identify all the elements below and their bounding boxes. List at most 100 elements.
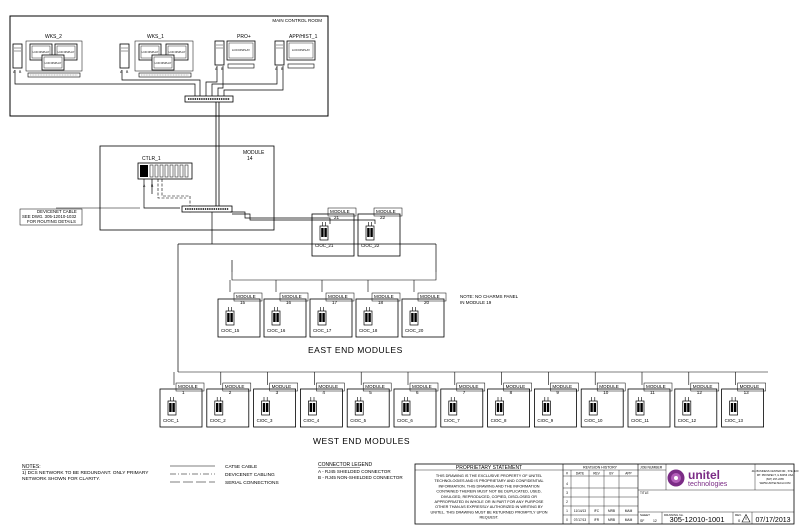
cioc-device-icon <box>319 222 329 241</box>
monitor-label: LCD DISPLAY <box>33 50 50 54</box>
port-a-label: A <box>275 67 278 71</box>
rev-cell: MRB <box>608 518 615 522</box>
cioc-device-icon <box>365 222 375 241</box>
cioc-device-icon <box>271 307 281 326</box>
module-number: 9 <box>556 390 559 395</box>
connector-legend-item: A - RJ45 SHIELDED CONNECTOR <box>318 469 391 474</box>
proprietary-title: PROPRIETARY STATEMENT <box>456 465 522 471</box>
legend-cat5e: CAT5E CABLE <box>225 464 257 470</box>
proprietary-line: CONTAINED THEREIN MUST NOT BE DUPLICATED… <box>436 490 541 494</box>
port-a-label: A <box>120 70 123 74</box>
rev-value: 0 <box>738 518 741 523</box>
cioc-label: CIOC_11 <box>631 418 650 423</box>
cioc-device-icon <box>409 307 419 326</box>
cioc-device-icon <box>354 397 364 416</box>
monitor-icon: LCD DISPLAY <box>41 54 65 71</box>
cioc-device-icon <box>682 397 692 416</box>
rev-header-cell: # <box>566 472 568 476</box>
notes-heading: NOTES: <box>22 464 41 470</box>
cioc-device-icon <box>225 307 235 326</box>
cioc-label: CIOC_16 <box>267 328 286 333</box>
connector-legend: CONNECTOR LEGEND A - RJ45 SHIELDED CONNE… <box>318 462 403 480</box>
cioc-device-icon <box>635 397 645 416</box>
cioc-device-icon <box>729 397 738 416</box>
workstation-wks-2: WKS_2 LCD DISPLAY LCD DISPLAY LCD DISPLA… <box>12 34 83 78</box>
job-number-label: JOB NUMBER <box>640 466 663 470</box>
module-title: MODULE <box>225 384 245 389</box>
proprietary-line: UNITEL. THIS DRAWING MUST BE RETURNED PR… <box>430 510 547 514</box>
proprietary-line: DIVULGED, REPRODUCED, COPIED, DISCLOSED … <box>441 495 537 499</box>
monitor-label: LCD DISPLAY <box>292 48 310 52</box>
module-number: 18 <box>378 300 384 305</box>
cioc-label: CIOC_15 <box>221 328 240 333</box>
proprietary-line: INFORMATION. THIS DRAWING AND THE INFORM… <box>438 484 539 488</box>
module-title: MODULE <box>599 384 619 389</box>
module-title: MODULE <box>420 294 440 299</box>
distribution-cabling <box>177 211 437 372</box>
sheet-prefix: SF <box>640 519 644 523</box>
rev-cell: IFR <box>594 518 600 522</box>
network-switch-icon <box>181 205 233 213</box>
module-title: MODULE <box>459 384 479 389</box>
cioc-device-icon <box>214 397 224 416</box>
monitor-label: LCD DISPLAY <box>232 48 250 52</box>
title-block <box>414 463 795 525</box>
module-number: 5 <box>369 390 372 395</box>
revision-history-title: REVISION HISTORY <box>583 466 618 470</box>
cioc-device-icon <box>363 307 373 326</box>
module-title: MODULE <box>365 384 385 389</box>
unitel-logo: unitel technologies <box>667 468 728 488</box>
note-line: FOR ROUTING DETAILS <box>27 219 76 224</box>
monitor-label: LCD DISPLAY <box>169 50 186 54</box>
workstation-app-hist-1: APP/HIST_1 LCD DISPLAY A B <box>274 34 318 71</box>
rev-cell: MRB <box>608 509 615 513</box>
warning-triangle-icon <box>741 513 751 523</box>
module-title: MODULE <box>178 384 198 389</box>
station-label: APP/HIST_1 <box>289 34 318 40</box>
module-number: 15 <box>240 300 246 305</box>
address-line: MT. PROSPECT, IL 60056 USA <box>757 473 794 477</box>
module-14: MODULE 14 CTLR_1 A B <box>99 145 275 231</box>
cioc-device-icon <box>317 307 327 326</box>
control-room-cabling <box>14 66 284 96</box>
proprietary-line: OTHER THAN AS EXPRESSLY AUTHORIZED IN WR… <box>435 505 543 509</box>
module-title: MODULE <box>330 209 350 214</box>
module-title: MODULE <box>552 384 572 389</box>
cioc-label: CIOC_13 <box>725 418 744 423</box>
monitor-icon: LCD DISPLAY <box>151 54 175 71</box>
drawing-date: 07/17/2013 <box>755 517 790 524</box>
module-title: MODULE <box>693 384 713 389</box>
east-end-modules: MODULE15CIOC_15MODULE16CIOC_16MODULE17CI… <box>217 272 447 338</box>
pc-tower-icon <box>214 40 225 66</box>
rev-cell: 4 <box>566 482 568 486</box>
monitor-label: LCD DISPLAY <box>155 61 172 65</box>
station-label: WKS_2 <box>45 34 62 40</box>
rev-cell: 2 <box>566 500 568 504</box>
rev-label: REV. <box>735 513 742 517</box>
controller-label: CTLR_1 <box>142 156 161 162</box>
cioc-device-icon <box>542 397 551 416</box>
port-b-label: B <box>151 184 154 188</box>
proprietary-statement: THIS DRAWING IS THE EXCLUSIVE PROPERTY O… <box>430 474 547 520</box>
cioc-label: CIOC_7 <box>444 418 460 423</box>
module-number: 16 <box>286 300 292 305</box>
proprietary-line: TECHNOLOGIES AND IS PROPRIETARY AND CONF… <box>434 479 543 483</box>
sheet-number: 12 <box>653 519 657 523</box>
module-title: MODULE <box>646 384 666 389</box>
module-title: MODULE <box>506 384 526 389</box>
drawing-number: 305-12010-1001 <box>669 515 724 524</box>
note-line: 1) DCS NETWORK TO BE REDUNDANT. ONLY PRI… <box>22 470 149 476</box>
title-label: TITLE <box>640 491 649 495</box>
cioc-label: CIOC_2 <box>210 418 226 423</box>
